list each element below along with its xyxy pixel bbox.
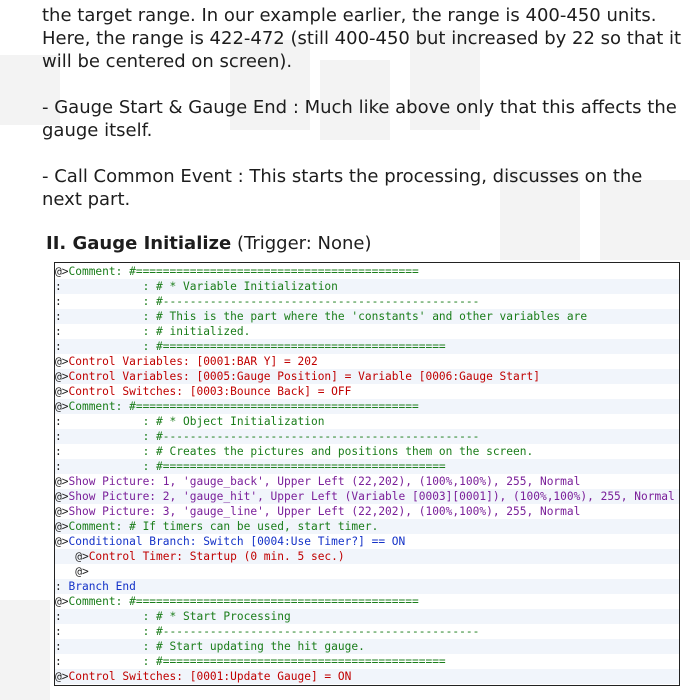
code-line-text: Show Picture: 1, 'gauge_back', Upper Lef…: [68, 475, 581, 488]
code-line-prefix: :: [55, 445, 62, 458]
code-line-text: : # initialized.: [61, 325, 251, 338]
code-line: @>Control Switches: [0003:Bounce Back] =…: [55, 384, 679, 399]
code-line-text: : #=====================================…: [61, 460, 446, 473]
code-line: : : # This is the part where the 'consta…: [55, 309, 679, 324]
code-line: : : # * Object Initialization: [55, 414, 679, 429]
code-line-prefix: :: [55, 430, 62, 443]
code-line: : : #-----------------------------------…: [55, 294, 679, 309]
watermark-block: [0, 55, 60, 125]
code-line-prefix: @>: [55, 475, 69, 488]
code-line-prefix: @>: [55, 595, 69, 608]
code-line-text: Comment: #==============================…: [68, 400, 419, 413]
code-line: : : #===================================…: [55, 654, 679, 669]
watermark-block: [0, 600, 50, 700]
code-line-text: Control Switches: [0003:Bounce Back] = O…: [68, 385, 352, 398]
watermark-block: [320, 60, 390, 140]
code-line: @>Control Timer: Startup (0 min. 5 sec.): [55, 549, 679, 564]
code-line-prefix: @>: [55, 520, 69, 533]
code-line-prefix: @>: [55, 370, 69, 383]
code-line-text: : # Creates the pictures and positions t…: [61, 445, 534, 458]
paragraph-call-common-event: - Call Common Event : This starts the pr…: [42, 166, 643, 210]
code-line: @>Comment: #============================…: [55, 594, 679, 609]
code-line-prefix: @>: [55, 535, 69, 548]
code-line-prefix: @>: [55, 670, 69, 683]
code-line-prefix: :: [55, 280, 62, 293]
code-line-prefix: :: [55, 625, 62, 638]
code-line-text: Show Picture: 2, 'gauge_hit', Upper Left…: [68, 490, 675, 503]
code-line-text: : #-------------------------------------…: [61, 625, 480, 638]
code-line-text: : #-------------------------------------…: [61, 430, 480, 443]
code-line-text: : # * Variable Initialization: [61, 280, 338, 293]
watermark-block: [410, 30, 480, 130]
code-line-prefix: :: [55, 340, 62, 353]
code-line-text: Comment: #==============================…: [68, 595, 419, 608]
code-line: : : # Creates the pictures and positions…: [55, 444, 679, 459]
code-line: @>Control Variables: [0001:BAR Y] = 202: [55, 354, 679, 369]
document-body: the target range. In our example earlier…: [42, 4, 682, 234]
code-line-prefix: :: [55, 655, 62, 668]
code-line-prefix: @>: [55, 550, 89, 563]
code-line: @>Control Variables: [0005:Gauge Positio…: [55, 369, 679, 384]
event-code-listing: @>Comment: #============================…: [54, 262, 680, 686]
code-line-text: : #-------------------------------------…: [61, 295, 480, 308]
code-line-text: : #=====================================…: [61, 655, 446, 668]
code-line-prefix: :: [55, 295, 62, 308]
code-line: @>: [55, 564, 679, 579]
code-line: : : #-----------------------------------…: [55, 429, 679, 444]
code-line-prefix: :: [55, 580, 62, 593]
code-line-text: Control Variables: [0005:Gauge Position]…: [68, 370, 540, 383]
code-line-text: Control Timer: Startup (0 min. 5 sec.): [88, 550, 345, 563]
code-line: @>Comment: #============================…: [55, 264, 679, 279]
code-line-text: : # This is the part where the 'constant…: [61, 310, 588, 323]
code-line-prefix: :: [55, 460, 62, 473]
section-heading-trigger: (Trigger: None): [231, 233, 372, 254]
section-heading: II. Gauge Initialize (Trigger: None): [46, 232, 372, 256]
code-line-text: : # * Object Initialization: [61, 415, 325, 428]
code-line-text: Control Switches: [0001:Update Gauge] = …: [68, 670, 352, 683]
code-line: @>Show Picture: 2, 'gauge_hit', Upper Le…: [55, 489, 679, 504]
code-line-text: : # Start updating the hit gauge.: [61, 640, 365, 653]
code-line-text: : # * Start Processing: [61, 610, 291, 623]
code-line: @>Conditional Branch: Switch [0004:Use T…: [55, 534, 679, 549]
section-heading-title: II. Gauge Initialize: [46, 233, 232, 254]
code-line-prefix: @>: [55, 490, 69, 503]
code-line-text: Control Variables: [0001:BAR Y] = 202: [68, 355, 318, 368]
code-line-prefix: :: [55, 415, 62, 428]
code-line: @>Show Picture: 1, 'gauge_back', Upper L…: [55, 474, 679, 489]
code-line-text: : #=====================================…: [61, 340, 446, 353]
code-line-prefix: :: [55, 610, 62, 623]
code-line: @>Comment: # If timers can be used, star…: [55, 519, 679, 534]
code-line-prefix: :: [55, 640, 62, 653]
code-line-text: Comment: # If timers can be used, start …: [68, 520, 379, 533]
code-line-prefix: @>: [55, 385, 69, 398]
code-line: : : #===================================…: [55, 339, 679, 354]
code-line: : : #-----------------------------------…: [55, 624, 679, 639]
code-line-prefix: :: [55, 325, 62, 338]
code-line: : : # * Start Processing: [55, 609, 679, 624]
watermark-block: [500, 170, 580, 260]
code-line-prefix: @>: [55, 355, 69, 368]
code-line-text: Conditional Branch: Switch [0004:Use Tim…: [68, 535, 406, 548]
code-line: : Branch End: [55, 579, 679, 594]
paragraph-target-range: the target range. In our example earlier…: [42, 5, 682, 72]
code-line-prefix: @>: [55, 265, 69, 278]
code-line: : : # * Variable Initialization: [55, 279, 679, 294]
watermark-block: [600, 180, 690, 260]
code-line-text: Comment: #==============================…: [68, 265, 419, 278]
code-line: : : # initialized.: [55, 324, 679, 339]
code-line-prefix: @>: [55, 400, 69, 413]
code-line-prefix: @>: [55, 505, 69, 518]
code-line: @>Show Picture: 3, 'gauge_line', Upper L…: [55, 504, 679, 519]
code-line-text: Show Picture: 3, 'gauge_line', Upper Lef…: [68, 505, 581, 518]
code-line-prefix: :: [55, 310, 62, 323]
code-line: @>Comment: #============================…: [55, 399, 679, 414]
code-line: @>Control Switches: [0001:Update Gauge] …: [55, 669, 679, 684]
code-line-prefix: @>: [55, 565, 89, 578]
watermark-block: [230, 40, 310, 130]
code-line: : : #===================================…: [55, 459, 679, 474]
code-line-text: Branch End: [61, 580, 136, 593]
code-line: : : # Start updating the hit gauge.: [55, 639, 679, 654]
paragraph-gauge-start-end: - Gauge Start & Gauge End : Much like ab…: [42, 97, 677, 141]
